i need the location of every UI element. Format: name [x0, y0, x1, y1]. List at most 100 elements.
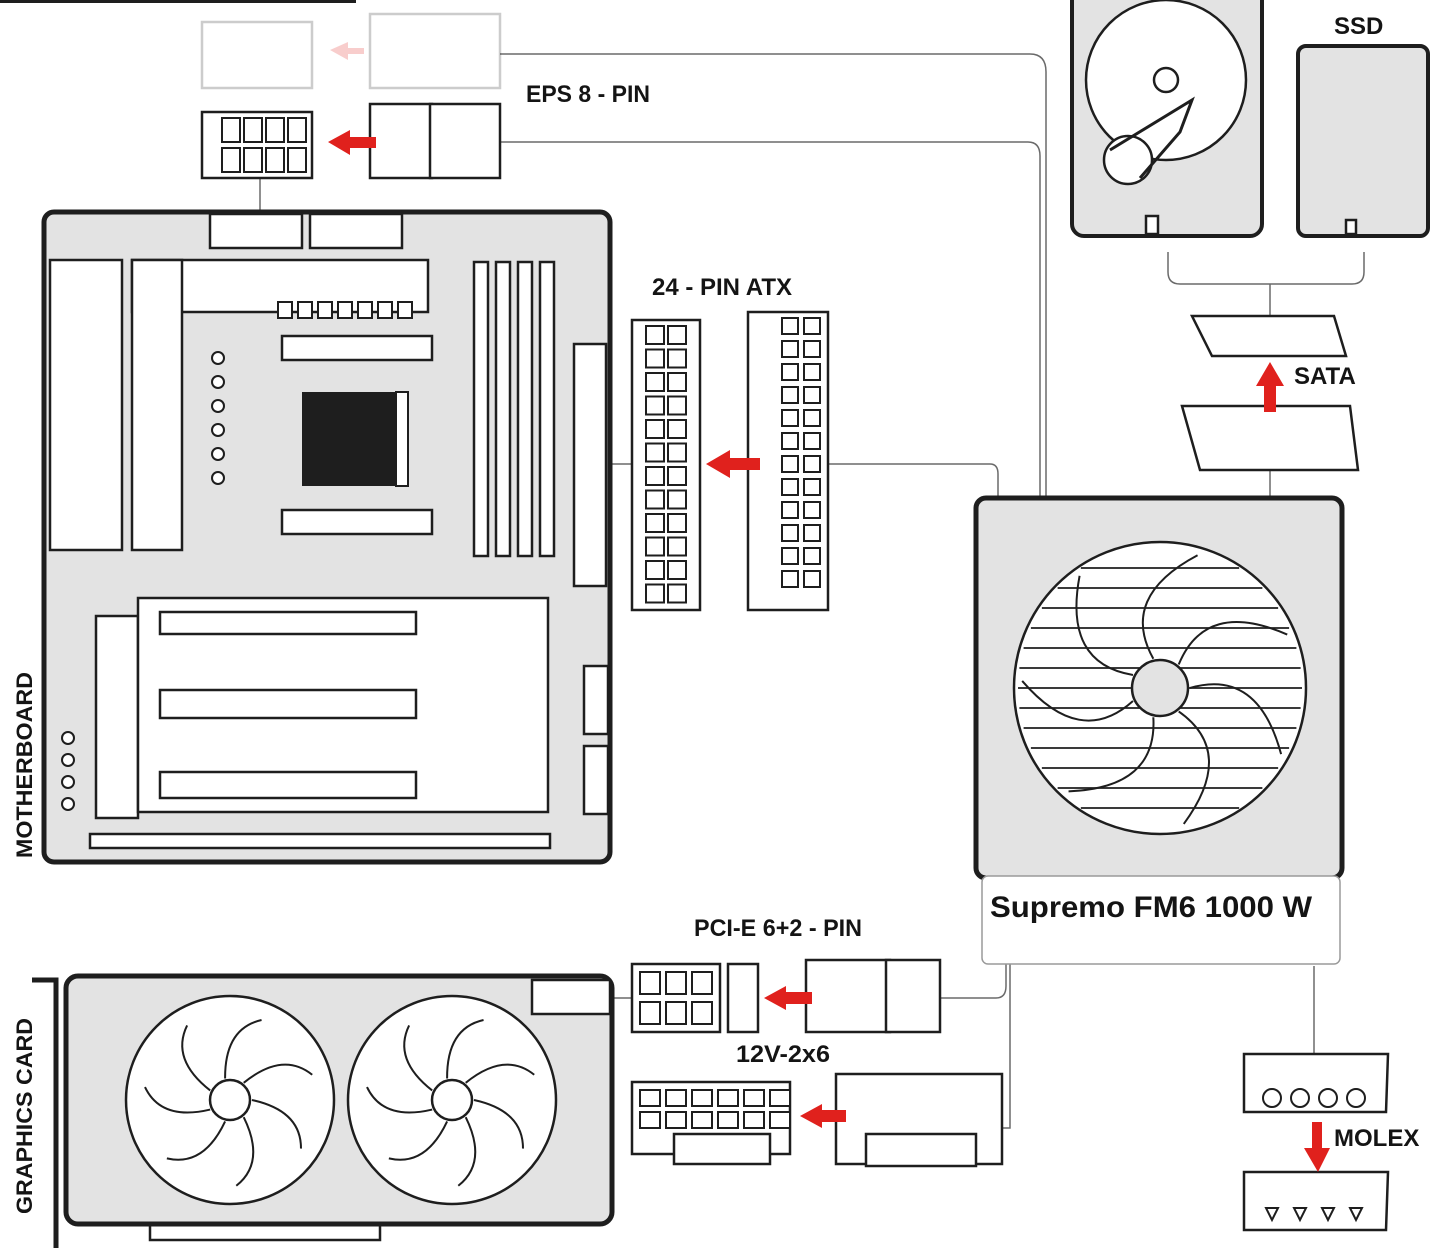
- atx-pin: [645, 513, 665, 533]
- fan-blade: [473, 1099, 524, 1149]
- atx-pin: [645, 583, 665, 604]
- eps-cable-plug: [368, 102, 502, 180]
- atx-pin: [667, 442, 687, 463]
- cables: [257, 53, 1365, 1129]
- atx-pin: [781, 501, 799, 519]
- fan-blade: [465, 1063, 535, 1084]
- fan-blade: [144, 1086, 211, 1114]
- diagram-labels: EPS 8 - PIN 24 - PIN ATX SSD SATA Suprem…: [0, 0, 1419, 1214]
- pcie-socket: [630, 962, 760, 1034]
- atx-pin: [803, 524, 821, 542]
- fan-blade: [235, 1116, 255, 1187]
- eps-pin: [221, 147, 241, 173]
- eps-pin: [287, 147, 307, 173]
- board-header-pin: [61, 775, 75, 789]
- board-header-pin: [297, 301, 313, 319]
- atx-pin: [803, 409, 821, 427]
- pcie-plug: [804, 958, 942, 1034]
- board-header-pin: [61, 753, 75, 767]
- sata-arrow: [1256, 362, 1284, 412]
- v12-pin: [639, 1111, 661, 1129]
- fan-blade: [181, 1025, 211, 1092]
- ram-slots: [472, 260, 556, 558]
- fan-blade: [1068, 717, 1155, 793]
- 12v-2x6-plug: [834, 1072, 1004, 1168]
- atx-pin: [781, 386, 799, 404]
- atx-pin: [667, 513, 687, 533]
- label-motherboard: MOTHERBOARD: [12, 672, 37, 858]
- fan-blade: [1177, 621, 1288, 665]
- atx-pin: [803, 386, 821, 404]
- atx-pin: [803, 501, 821, 519]
- fan-blade: [1075, 575, 1134, 676]
- board-header-pin: [277, 301, 293, 319]
- label-atx: 24 - PIN ATX: [652, 274, 792, 301]
- molex-connector: [1242, 1052, 1390, 1232]
- atx-pin: [781, 317, 799, 335]
- fan-blade: [446, 1019, 484, 1079]
- board-header-pin: [211, 399, 225, 413]
- board-header-pin: [211, 471, 225, 485]
- gpu-fan-left: [124, 994, 336, 1206]
- fan-blade: [403, 1025, 433, 1092]
- atx-pin: [803, 340, 821, 358]
- v12-pin: [743, 1089, 765, 1107]
- atx-arrow: [706, 450, 760, 478]
- v12-pin: [743, 1111, 765, 1129]
- atx-pin: [645, 395, 665, 416]
- pcie-pin: [665, 971, 687, 995]
- atx-pin: [667, 395, 687, 416]
- fan-blade: [388, 1121, 449, 1161]
- molex-pin: [1262, 1088, 1282, 1108]
- sata-connector: [1180, 314, 1360, 472]
- eps-pin: [265, 147, 285, 173]
- molex-pin: [1318, 1088, 1338, 1108]
- atx-pin: [645, 560, 665, 580]
- atx-pin: [803, 547, 821, 565]
- pcie-pin: [639, 1001, 661, 1025]
- atx-socket-motherboard: [572, 342, 608, 588]
- board-header-pin: [211, 351, 225, 365]
- atx-pin: [667, 560, 687, 580]
- atx-pin: [781, 547, 799, 565]
- fan-blade: [1189, 683, 1283, 755]
- atx-pin: [803, 363, 821, 381]
- atx-pin: [803, 432, 821, 450]
- atx-connector-socket: [630, 318, 702, 612]
- label-molex: MOLEX: [1334, 1125, 1419, 1152]
- atx-pin: [781, 363, 799, 381]
- atx-pin: [781, 478, 799, 496]
- v12-pin: [639, 1089, 661, 1107]
- pcie-pin: [691, 971, 713, 995]
- board-header-pin: [337, 301, 353, 319]
- atx-pin: [645, 442, 665, 463]
- atx-pin: [781, 524, 799, 542]
- atx-pin: [803, 570, 821, 588]
- label-sata: SATA: [1294, 363, 1356, 390]
- board-header-pin: [61, 731, 75, 745]
- psu-fan: [1012, 540, 1308, 836]
- eps-pin: [287, 117, 307, 143]
- fan-blade: [166, 1121, 227, 1161]
- pcie-pin: [665, 1001, 687, 1025]
- 12v-2x6-socket: [630, 1080, 792, 1166]
- pcie-slots: [94, 596, 550, 820]
- fan-blade: [366, 1086, 433, 1114]
- atx-connector-plug: [746, 310, 830, 612]
- board-header-pin: [61, 797, 75, 811]
- molex-pin: [1348, 1207, 1364, 1223]
- eps-pin: [243, 117, 263, 143]
- label-12v: 12V-2x6: [736, 1041, 830, 1068]
- v12-pin: [665, 1089, 687, 1107]
- board-header-pin: [377, 301, 393, 319]
- atx-pin: [667, 466, 687, 486]
- atx-pin: [781, 409, 799, 427]
- atx-pin: [803, 317, 821, 335]
- eps-pin: [243, 147, 263, 173]
- board-header-pin: [211, 375, 225, 389]
- hard-disk-drive: [1070, 0, 1264, 238]
- fan-blade: [1141, 554, 1199, 660]
- eps-pin: [265, 117, 285, 143]
- label-eps: EPS 8 - PIN: [526, 81, 650, 108]
